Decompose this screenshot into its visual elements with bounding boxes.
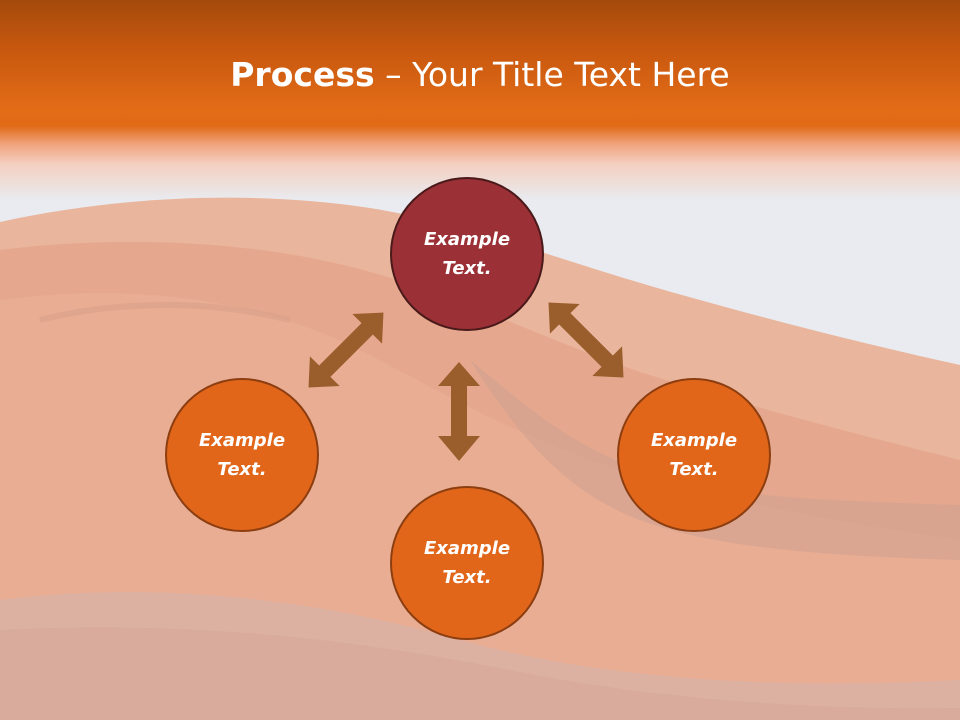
title-rest: – Your Title Text Here [374, 55, 730, 94]
node-top-text: Example Text. [407, 225, 527, 283]
node-bottom-line1: Example [423, 538, 511, 559]
node-right-line2: Text. [669, 459, 719, 480]
arrow-vertical [438, 362, 480, 461]
node-left-text: Example Text. [182, 426, 302, 484]
slide-title: Process – Your Title Text Here [0, 52, 960, 98]
node-right: Example Text. [617, 378, 771, 532]
node-top: Example Text. [390, 177, 544, 331]
title-bold: Process [230, 55, 375, 94]
arrow-diagonal-right [548, 302, 624, 378]
arrow-diagonal-left [308, 312, 384, 388]
title-bar [0, 0, 960, 200]
node-bottom: Example Text. [390, 486, 544, 640]
node-top-line2: Text. [442, 258, 492, 279]
node-bottom-text: Example Text. [407, 534, 527, 592]
node-top-line1: Example [423, 229, 511, 250]
node-bottom-line2: Text. [442, 567, 492, 588]
node-left-line2: Text. [217, 459, 267, 480]
node-right-line1: Example [650, 430, 738, 451]
node-left-line1: Example [198, 430, 286, 451]
node-right-text: Example Text. [634, 426, 754, 484]
node-left: Example Text. [165, 378, 319, 532]
